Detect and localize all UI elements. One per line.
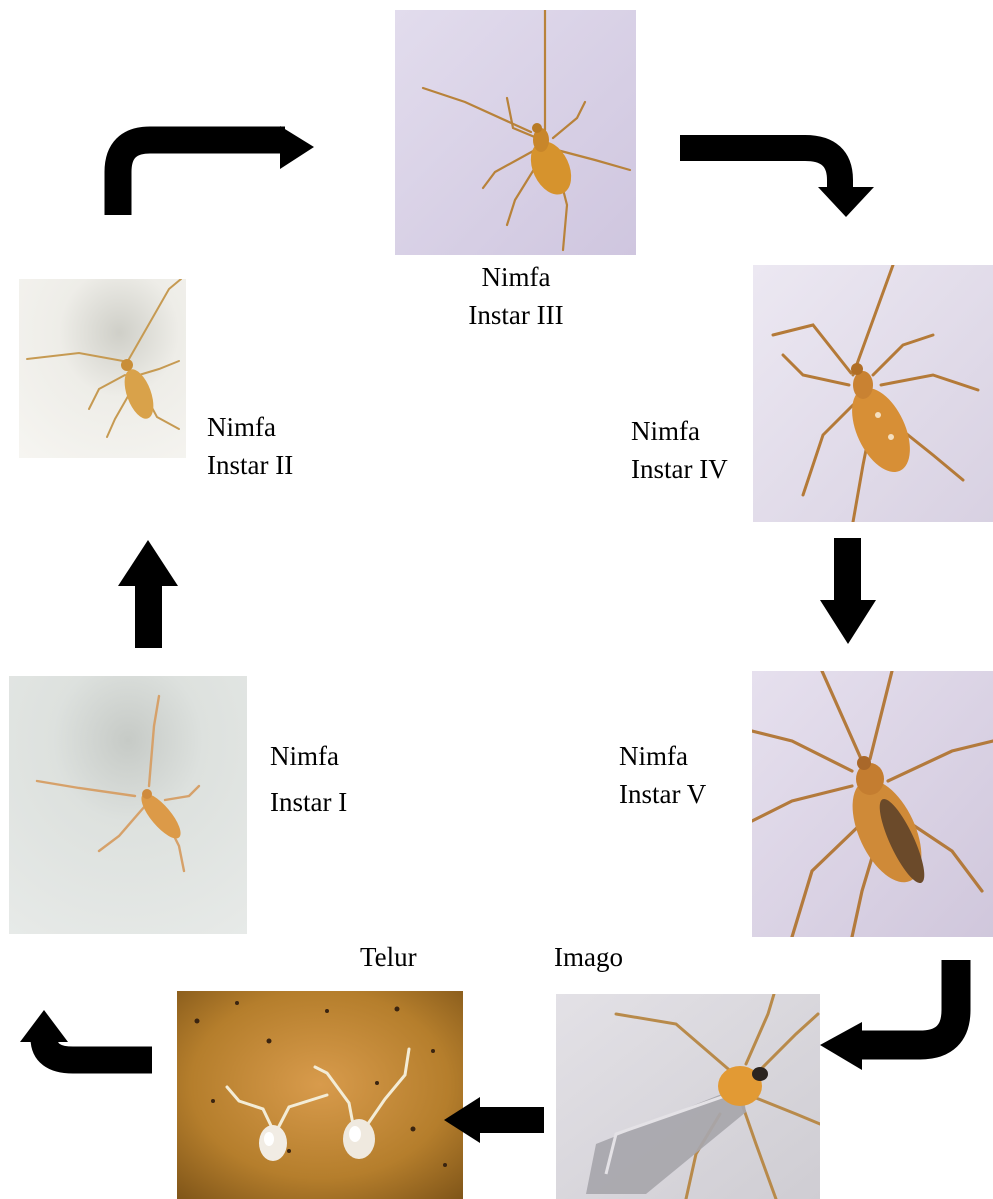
instar-1-label: Nimfa Instar I: [270, 733, 347, 825]
instar-4-label-line2: Instar IV: [631, 450, 728, 488]
arrow-imago-to-egg-icon: [444, 1096, 544, 1144]
instar-3-photo: [395, 10, 636, 255]
instar-4-photo: [753, 265, 993, 522]
instar-3-insect-image: [395, 10, 636, 255]
instar-1-label-line1: Nimfa: [270, 733, 347, 779]
instar-5-insect-image: [752, 671, 993, 937]
imago-insect-image: [556, 994, 820, 1199]
instar-4-label: Nimfa Instar IV: [631, 412, 728, 488]
arrow-egg-to-instar1-icon: [18, 1008, 154, 1074]
imago-label: Imago: [554, 938, 623, 976]
instar-2-label: Nimfa Instar II: [207, 408, 293, 484]
egg-image: [177, 991, 463, 1199]
instar-5-label: Nimfa Instar V: [619, 737, 706, 813]
instar-3-label-line1: Nimfa: [436, 258, 596, 296]
arrow-instar5-to-imago-icon: [820, 960, 972, 1078]
arrow-instar3-to-instar4-icon: [680, 135, 880, 220]
instar-3-label-line2: Instar III: [436, 296, 596, 334]
instar-2-photo: [19, 279, 186, 458]
instar-4-insect-image: [753, 265, 993, 522]
instar-1-label-line2: Instar I: [270, 779, 347, 825]
instar-2-insect-image: [19, 279, 186, 458]
arrow-instar1-to-instar2-icon: [118, 540, 178, 648]
instar-5-photo: [752, 671, 993, 937]
arrow-instar2-to-instar3-icon: [110, 120, 315, 220]
egg-photo: [177, 991, 463, 1199]
instar-3-label: Nimfa Instar III: [436, 258, 596, 334]
imago-label-text: Imago: [554, 938, 623, 976]
arrow-instar4-to-instar5-icon: [818, 538, 878, 646]
instar-1-photo: [9, 676, 247, 934]
instar-5-label-line2: Instar V: [619, 775, 706, 813]
instar-2-label-line2: Instar II: [207, 446, 293, 484]
egg-label: Telur: [360, 938, 417, 976]
egg-label-text: Telur: [360, 938, 417, 976]
imago-photo: [556, 994, 820, 1199]
instar-5-label-line1: Nimfa: [619, 737, 706, 775]
instar-1-insect-image: [9, 676, 247, 934]
instar-4-label-line1: Nimfa: [631, 412, 728, 450]
instar-2-label-line1: Nimfa: [207, 408, 293, 446]
